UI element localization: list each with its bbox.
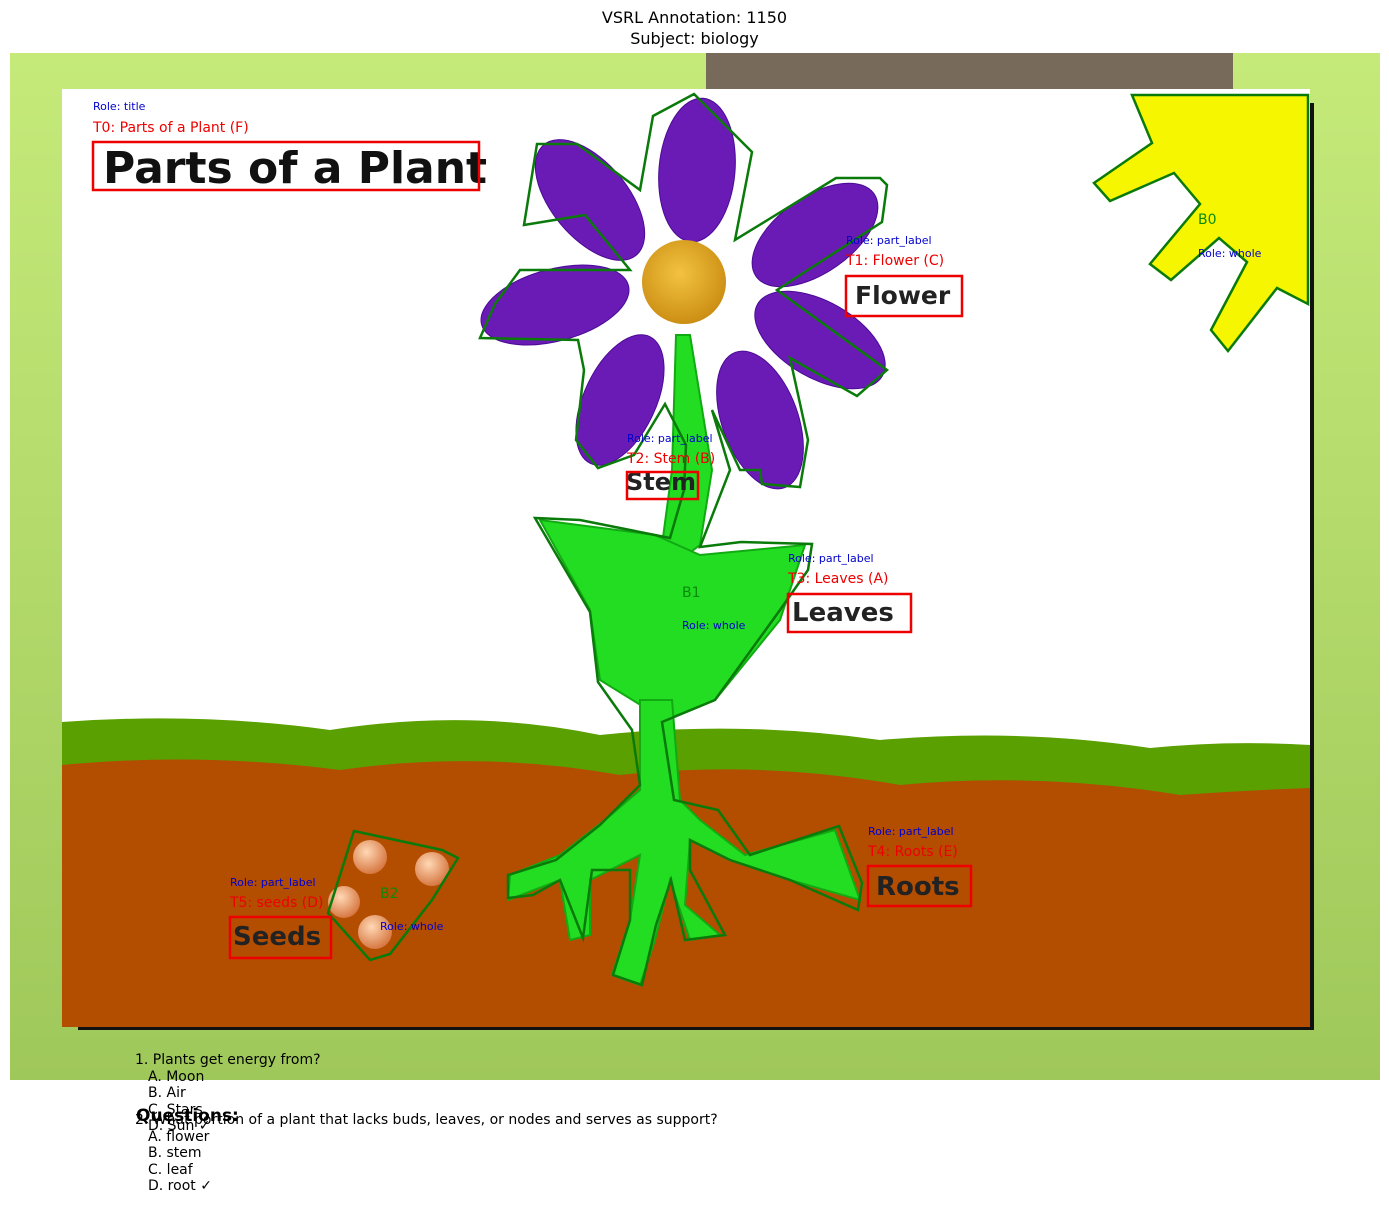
questions-heading: Questions: [136,1106,239,1126]
question-2-option-b: B. stem [148,1145,202,1161]
question-2-option-a: A. flower [148,1128,210,1145]
blob-id-b0: B0 [1198,212,1217,228]
question-1-option-a: A. Moon [148,1068,205,1085]
label-title: Parts of a Plant [103,143,487,194]
tag-t2: T2: Stem (B) [626,451,715,467]
role-t2: Role: part_label [627,432,713,445]
role-t4: Role: part_label [868,825,954,838]
seeds [328,840,449,949]
label-flower: Flower [855,281,951,310]
question-1-option-b: B. Air [148,1085,186,1101]
bbox-t1 [844,274,964,318]
tag-t4: T4: Roots (E) [867,844,958,860]
question-2: 2. What portion of a plant that lacks bu… [135,1112,718,1195]
question-1-option-c: C. Stars [148,1101,203,1118]
role-t5: Role: part_label [230,876,316,889]
tag-t3: T3: Leaves (A) [787,571,889,587]
question-2-option-c: C. leaf [148,1161,193,1178]
plant-stem [506,334,862,987]
diagram-title-text: Parts of a Plant [103,143,487,194]
blob-id-b2: B2 [380,886,399,902]
role-t0: Role: title [93,100,146,113]
role-b1: Role: whole [682,619,746,632]
bbox-t4 [866,864,973,908]
tag-t1: T1: Flower (C) [845,253,944,269]
bbox-t5 [228,915,333,960]
role-t3: Role: part_label [788,552,874,565]
blob-outline-b1 [478,92,890,987]
bbox-t0 [91,140,481,192]
blob-outline-b0 [1092,93,1310,354]
blob-outline-b2 [326,829,460,962]
label-roots: Roots [876,872,960,902]
flower-center [642,240,726,324]
label-seeds: Seeds [233,922,321,952]
question-1: 1. Plants get energy from? A. Moon B. Ai… [135,1052,321,1135]
role-t1: Role: part_label [846,234,932,247]
blob-id-b1: B1 [682,585,701,601]
question-2-text: 2. What portion of a plant that lacks bu… [135,1112,718,1128]
grey-header-bar [706,53,1233,91]
figure-subject: Subject: biology [630,29,759,48]
question-2-option-d: D. root ✓ [148,1178,212,1194]
figure-title: VSRL Annotation: 1150 [601,8,788,27]
tag-t5: T5: seeds (D) [229,895,323,911]
bbox-t3 [786,592,913,634]
question-1-option-d: D. Sun ✓ [148,1118,211,1134]
tag-t0: T0: Parts of a Plant (F) [92,120,249,136]
label-leaves: Leaves [792,598,894,628]
diagram-canvas: Parts of a Plant Flower Stem Leaves Root… [10,53,1380,1080]
question-1-text: 1. Plants get energy from? [135,1052,321,1068]
role-b0: Role: whole [1198,247,1262,260]
flower-petals [480,97,886,490]
role-b2: Role: whole [380,920,444,933]
bbox-t2 [625,470,700,501]
